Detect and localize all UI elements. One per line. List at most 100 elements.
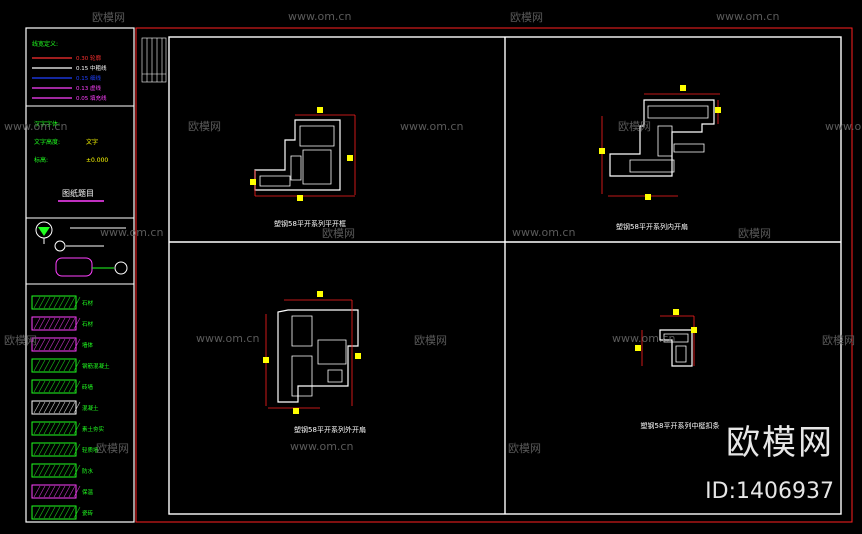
line-width-label: 0.30 轮廓 (76, 54, 101, 62)
profile-path (609, 99, 715, 177)
profile-path (673, 143, 705, 153)
watermark-brand-7: 欧模网 (4, 334, 37, 347)
line-width-row: 0.15 中粗线 (32, 64, 107, 72)
hatch-label: 素土夯实 (82, 425, 105, 433)
hatch-label: 砖墙 (82, 383, 94, 391)
watermark-url-9: www.om.cn (290, 440, 353, 453)
symbol-block (35, 221, 128, 277)
hatch-row: 防水 (31, 463, 94, 478)
hatch-row: 石材 (31, 295, 94, 310)
watermark-url-6: www.om.cn (512, 226, 575, 239)
font-row-label: 文字高度: (34, 138, 60, 146)
profile-path (327, 369, 343, 383)
hatch-row: 保温 (31, 484, 94, 499)
drawing-title: 塑钢58平开系列平开框 (274, 219, 346, 228)
hatch-row: 石材 (31, 316, 94, 331)
watermark-url-8: www.om.cn (612, 332, 675, 345)
hatch-label: 防水 (82, 467, 94, 475)
profile-path (663, 333, 689, 343)
drawing-title-label: 图纸题目 (62, 188, 94, 198)
profile-path (317, 339, 347, 365)
profile-path (291, 355, 313, 397)
line-width-label: 0.15 中粗线 (76, 64, 107, 72)
hatch-label: 瓷砖 (82, 509, 94, 517)
drawing-title: 塑钢58平开系列内开扇 (616, 222, 688, 231)
line-width-label: 0.13 虚线 (76, 84, 101, 92)
watermark-url-3: www.om.cn (400, 120, 463, 133)
watermark-brand-11: 欧模网 (508, 442, 541, 455)
hatch-row: 混凝土 (31, 400, 99, 415)
drawing-title: 塑钢58平开系列外开扇 (294, 425, 366, 434)
watermark-url-7: www.om.cn (196, 332, 259, 345)
hatch-row: 瓷砖 (31, 505, 94, 520)
watermark-brand-10: 欧模网 (96, 442, 129, 455)
line-width-row: 0.13 虚线 (32, 84, 101, 92)
watermark-layer: 欧模网 www.om.cn 欧模网 www.om.cn www.om.cn 欧模… (4, 10, 862, 455)
sheet-frame (168, 36, 842, 515)
hatch-label: 保温 (82, 488, 94, 496)
font-row-value: ±0.000 (86, 157, 108, 164)
watermark-url-10: www.om.cn (4, 120, 67, 133)
hatch-row: 墙体 (31, 337, 94, 352)
font-row-label: 汉字字体: (34, 120, 60, 128)
watermark-brand-8: 欧模网 (414, 334, 447, 347)
profile-drawing (250, 107, 356, 201)
font-row-label: 标高: (34, 156, 48, 164)
watermark-url-4: www.om.cn (825, 120, 862, 133)
watermark-brand-5: 欧模网 (322, 227, 355, 240)
hatch-row: 钢筋混凝土 (31, 358, 110, 373)
font-row: 文字高度: 文字 (34, 138, 98, 146)
profile-path (647, 105, 709, 119)
hatch-row: 素土夯实 (31, 421, 105, 436)
font-row: 标高: ±0.000 (34, 156, 108, 164)
watermark-url-2: www.om.cn (716, 10, 779, 23)
title-strip-hatch (141, 37, 167, 83)
hatch-label: 轻质墙 (82, 446, 99, 454)
line-width-label: 0.15 细线 (76, 74, 101, 82)
drawing-title: 塑钢58平开系列中梃扣条 (641, 421, 720, 430)
legend-panel: 线宽定义: 0.30 轮廓 0.15 中粗线 0.15 细线 0.13 虚线 0.05 … (25, 27, 135, 523)
watermark-brand-3: 欧模网 (618, 120, 651, 133)
profile-drawing (599, 85, 721, 200)
line-width-label: 0.05 填充线 (76, 94, 107, 102)
profile-path (302, 149, 332, 185)
hatch-label: 混凝土 (82, 404, 99, 412)
watermark-brand-4: 欧模网 (188, 120, 221, 133)
profile-path (259, 175, 291, 187)
profile-path (291, 315, 313, 347)
line-width-row: 0.15 细线 (32, 74, 101, 82)
hatch-row: 轻质墙 (31, 442, 99, 457)
profile-path (629, 159, 675, 173)
watermark-url-1: www.om.cn (288, 10, 351, 23)
line-width-row: 0.30 轮廓 (32, 54, 101, 62)
hatch-row: 砖墙 (31, 379, 94, 394)
font-row: 汉字字体: (34, 120, 60, 128)
watermark-brand-2: 欧模网 (510, 11, 543, 24)
profile-path (675, 345, 687, 363)
profile-path (277, 309, 359, 403)
hatch-label: 墙体 (82, 341, 94, 349)
font-row-value: 文字 (86, 138, 98, 146)
profile-drawing (263, 291, 361, 414)
watermark-url-5: www.om.cn (100, 226, 163, 239)
watermark-brand-9: 欧模网 (822, 334, 855, 347)
hatch-label: 钢筋混凝土 (82, 362, 110, 370)
profile-path (657, 125, 673, 157)
hatch-label: 石材 (82, 320, 94, 328)
watermark-brand-6: 欧模网 (738, 227, 771, 240)
profile-path (254, 119, 341, 191)
watermark-brand-large: 欧模网 (726, 423, 834, 463)
watermark-id: ID:1406937 (705, 479, 834, 504)
line-width-header: 线宽定义: (32, 40, 58, 48)
line-width-rows: 0.30 轮廓 0.15 中粗线 0.15 细线 0.13 虚线 0.05 填充线 (32, 54, 107, 102)
line-width-row: 0.05 填充线 (32, 94, 107, 102)
profile-path (290, 155, 302, 181)
hatch-label: 石材 (82, 299, 94, 307)
watermark-brand-1: 欧模网 (92, 11, 125, 24)
profile-drawing (635, 309, 697, 367)
profile-path (299, 125, 335, 147)
